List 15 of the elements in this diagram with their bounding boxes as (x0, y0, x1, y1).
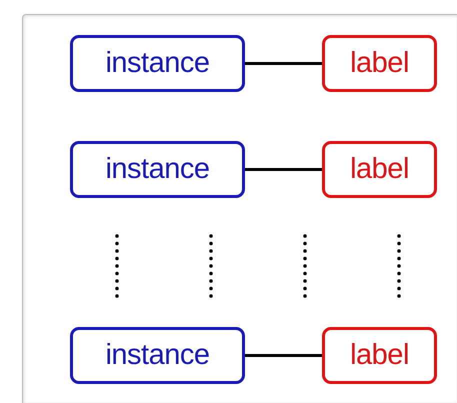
node-text: label (350, 47, 409, 80)
label-box (322, 141, 437, 198)
node-text: instance (105, 153, 210, 186)
instance-box (70, 327, 245, 384)
node-text: instance (105, 339, 210, 372)
instance-box (70, 141, 245, 198)
node-text: instance (105, 47, 210, 80)
node-text: label (350, 153, 409, 186)
connector-line (245, 354, 322, 357)
connector-line (245, 62, 322, 65)
instance-box (70, 35, 245, 92)
connector-line (245, 168, 322, 171)
label-box (322, 327, 437, 384)
node-text: label (350, 339, 409, 372)
label-box (322, 35, 437, 92)
